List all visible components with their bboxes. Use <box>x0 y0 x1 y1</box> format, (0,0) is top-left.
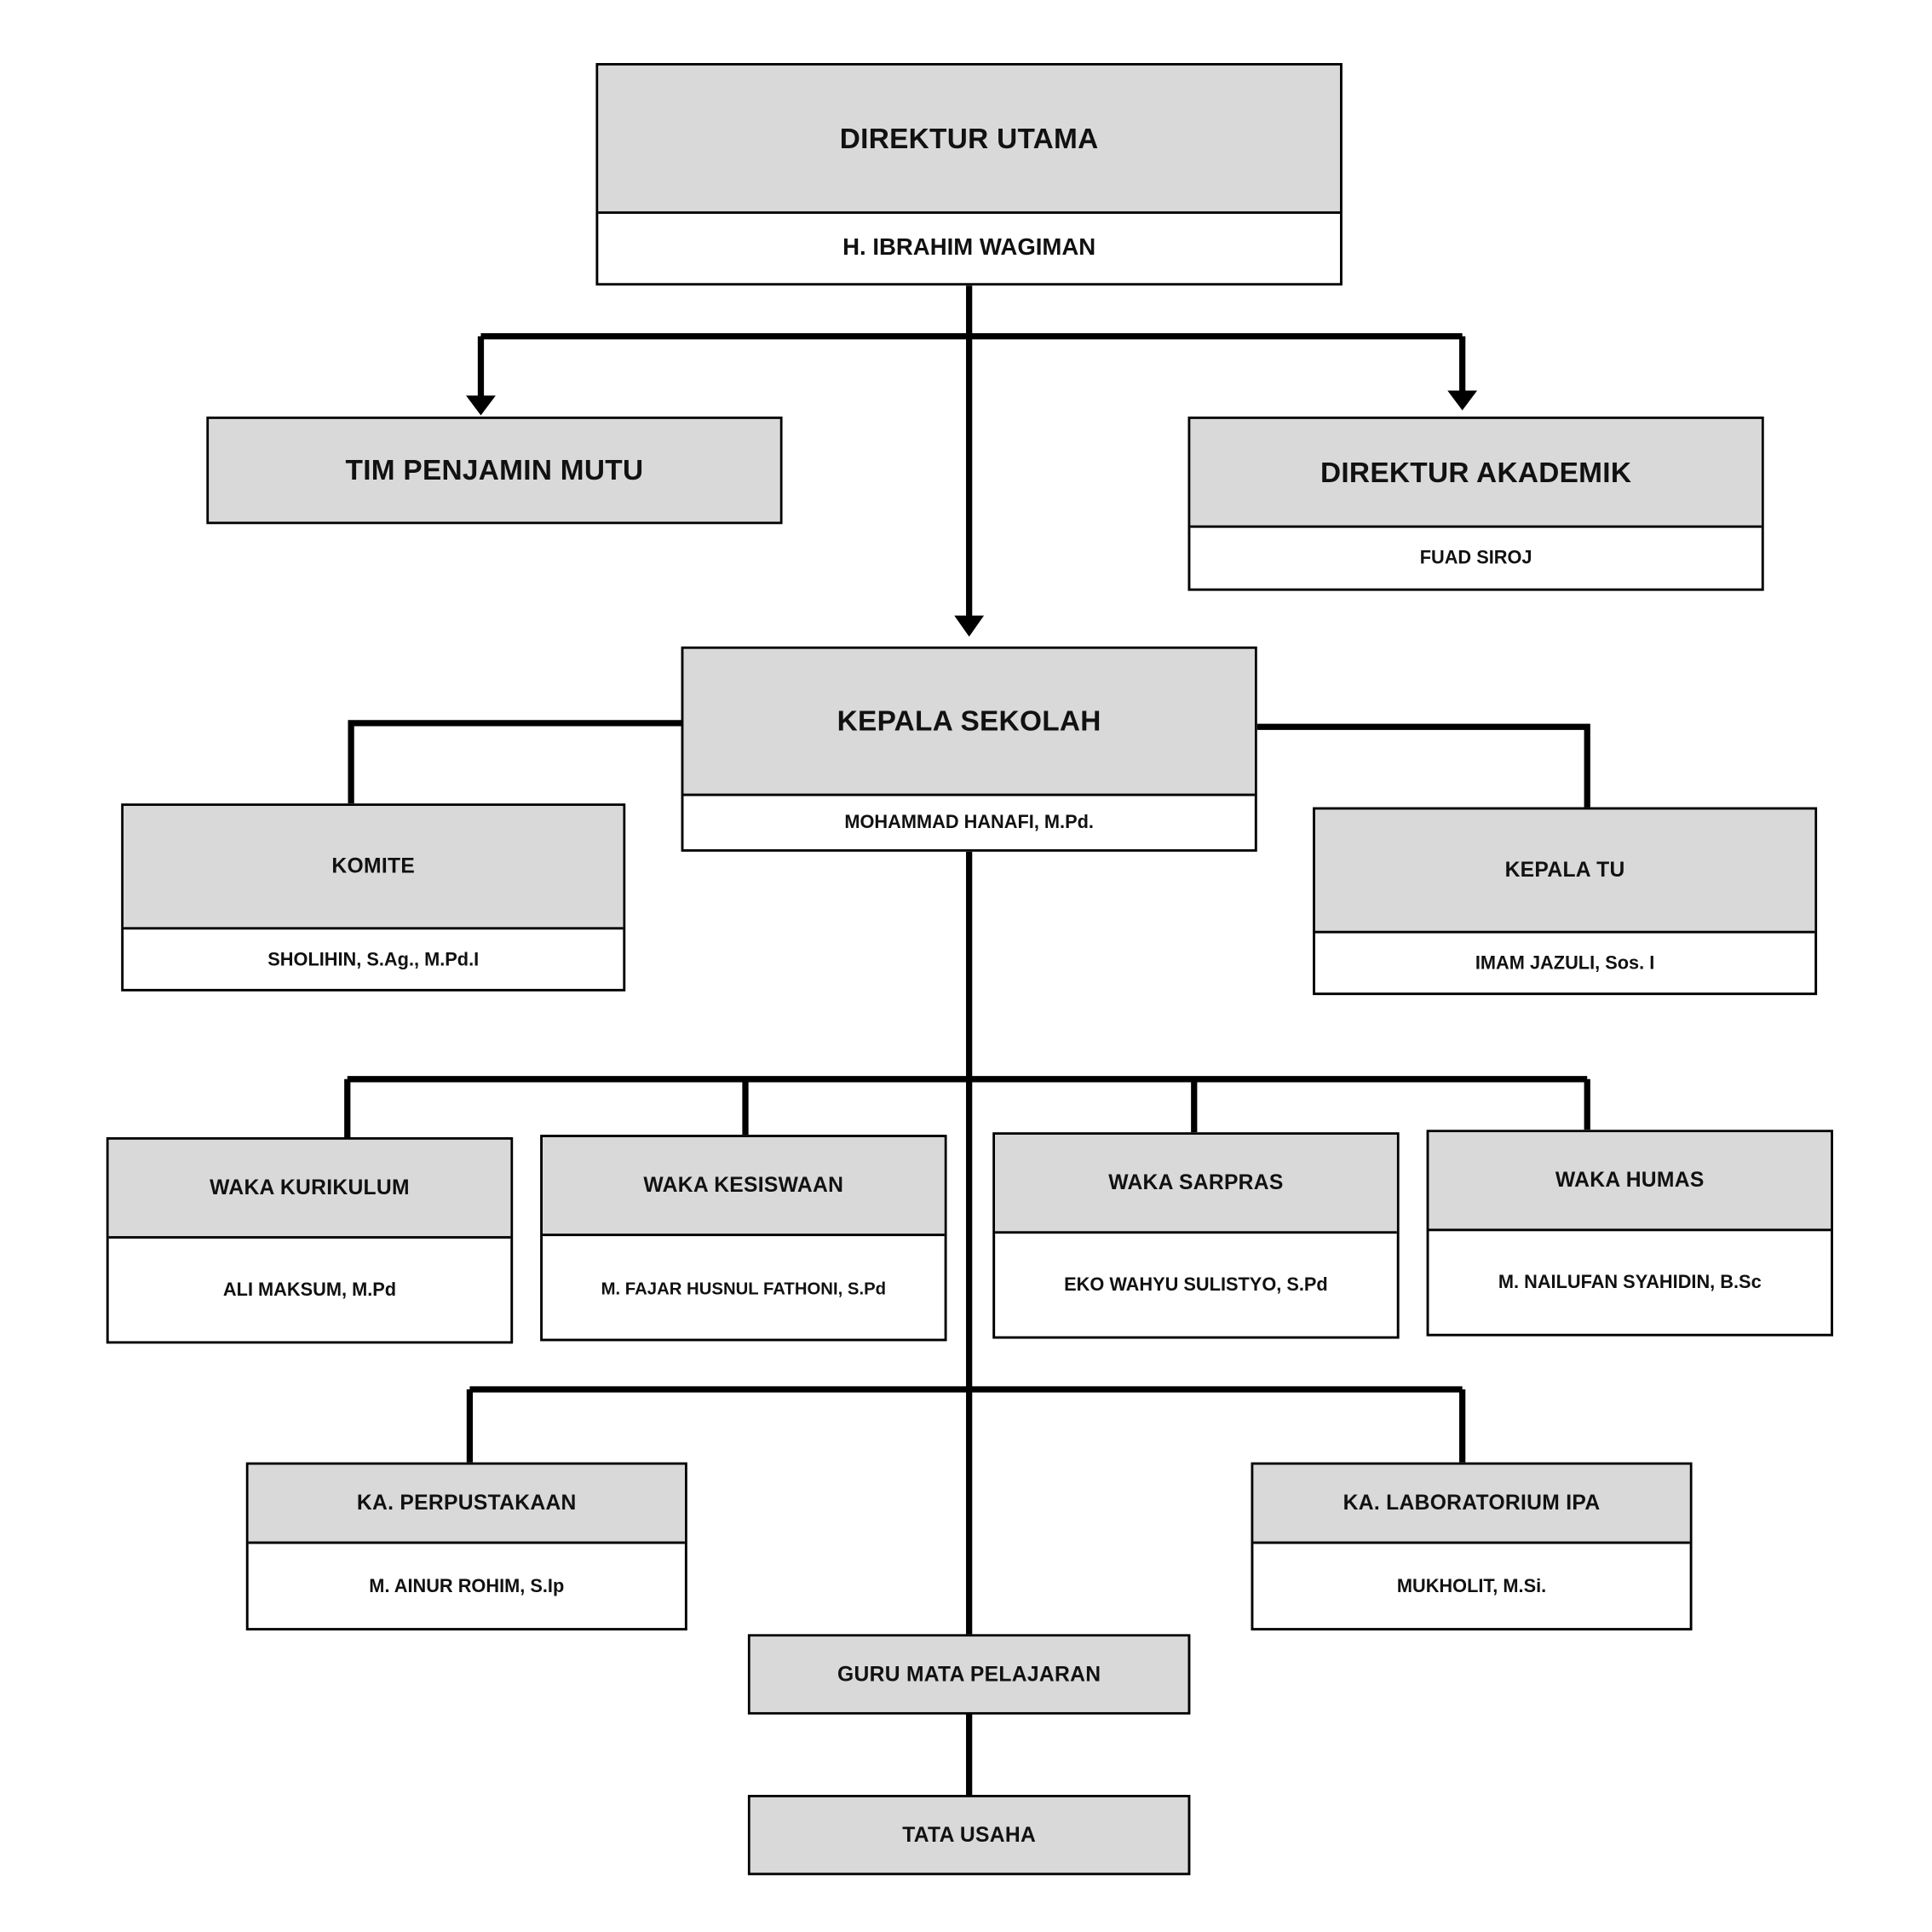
node-ka-laboratorium-ipa: KA. LABORATORIUM IPA MUKHOLIT, M.Si. <box>1251 1462 1693 1631</box>
node-title: KA. PERPUSTAKAAN <box>248 1464 685 1542</box>
arrowhead-kepala-sekolah <box>954 615 985 637</box>
node-title: KOMITE <box>124 806 624 928</box>
node-name: SHOLIHIN, S.Ag., M.Pd.I <box>124 927 624 989</box>
node-direktur-akademik: DIREKTUR AKADEMIK FUAD SIROJ <box>1187 417 1764 591</box>
node-name: ALI MAKSUM, M.Pd <box>108 1236 511 1341</box>
node-title: TIM PENJAMIN MUTU <box>209 418 780 522</box>
arrowhead-direktur-akademik <box>1447 390 1478 411</box>
node-tata-usaha: TATA USAHA <box>747 1794 1191 1876</box>
node-direktur-utama: DIREKTUR UTAMA H. IBRAHIM WAGIMAN <box>595 63 1343 286</box>
node-title: KA. LABORATORIUM IPA <box>1253 1464 1690 1542</box>
node-name: IMAM JAZULI, Sos. I <box>1314 930 1815 993</box>
node-title: KEPALA TU <box>1314 809 1815 931</box>
arrowhead-tim-penjamin-mutu <box>466 395 496 416</box>
node-tim-penjamin-mutu: TIM PENJAMIN MUTU <box>206 417 783 525</box>
node-waka-kesiswaan: WAKA KESISWAAN M. FAJAR HUSNUL FATHONI, … <box>540 1135 947 1342</box>
node-title: TATA USAHA <box>750 1797 1188 1873</box>
node-title: GURU MATA PELAJARAN <box>750 1636 1188 1712</box>
node-waka-sarpras: WAKA SARPRAS EKO WAHYU SULISTYO, S.Pd <box>992 1132 1400 1339</box>
node-title: DIREKTUR UTAMA <box>598 65 1340 212</box>
node-title: WAKA KESISWAAN <box>543 1137 945 1234</box>
connector-to-kepala-tu <box>1256 723 1590 808</box>
node-title: KEPALA SEKOLAH <box>683 648 1255 794</box>
node-title: WAKA HUMAS <box>1429 1132 1831 1229</box>
node-name: MOHAMMAD HANAFI, M.Pd. <box>683 793 1255 849</box>
node-waka-kurikulum: WAKA KURIKULUM ALI MAKSUM, M.Pd <box>106 1137 514 1344</box>
node-name: FUAD SIROJ <box>1190 525 1762 589</box>
node-title: DIREKTUR AKADEMIK <box>1190 418 1762 526</box>
node-komite: KOMITE SHOLIHIN, S.Ag., M.Pd.I <box>121 803 626 992</box>
node-ka-perpustakaan: KA. PERPUSTAKAAN M. AINUR ROHIM, S.Ip <box>245 1462 687 1631</box>
node-kepala-tu: KEPALA TU IMAM JAZULI, Sos. I <box>1313 807 1818 996</box>
connector-to-komite <box>348 720 681 804</box>
node-title: WAKA SARPRAS <box>995 1135 1397 1232</box>
node-title: WAKA KURIKULUM <box>108 1139 511 1237</box>
node-name: MUKHOLIT, M.Si. <box>1253 1541 1690 1629</box>
node-kepala-sekolah: KEPALA SEKOLAH MOHAMMAD HANAFI, M.Pd. <box>681 646 1257 852</box>
node-name: M. AINUR ROHIM, S.Ip <box>248 1541 685 1629</box>
node-guru-mata-pelajaran: GURU MATA PELAJARAN <box>747 1634 1191 1715</box>
node-waka-humas: WAKA HUMAS M. NAILUFAN SYAHIDIN, B.Sc <box>1426 1130 1833 1337</box>
node-name: M. FAJAR HUSNUL FATHONI, S.Pd <box>543 1233 945 1338</box>
node-name: EKO WAHYU SULISTYO, S.Pd <box>995 1231 1397 1336</box>
node-name: H. IBRAHIM WAGIMAN <box>598 211 1340 283</box>
node-name: M. NAILUFAN SYAHIDIN, B.Sc <box>1429 1228 1831 1333</box>
